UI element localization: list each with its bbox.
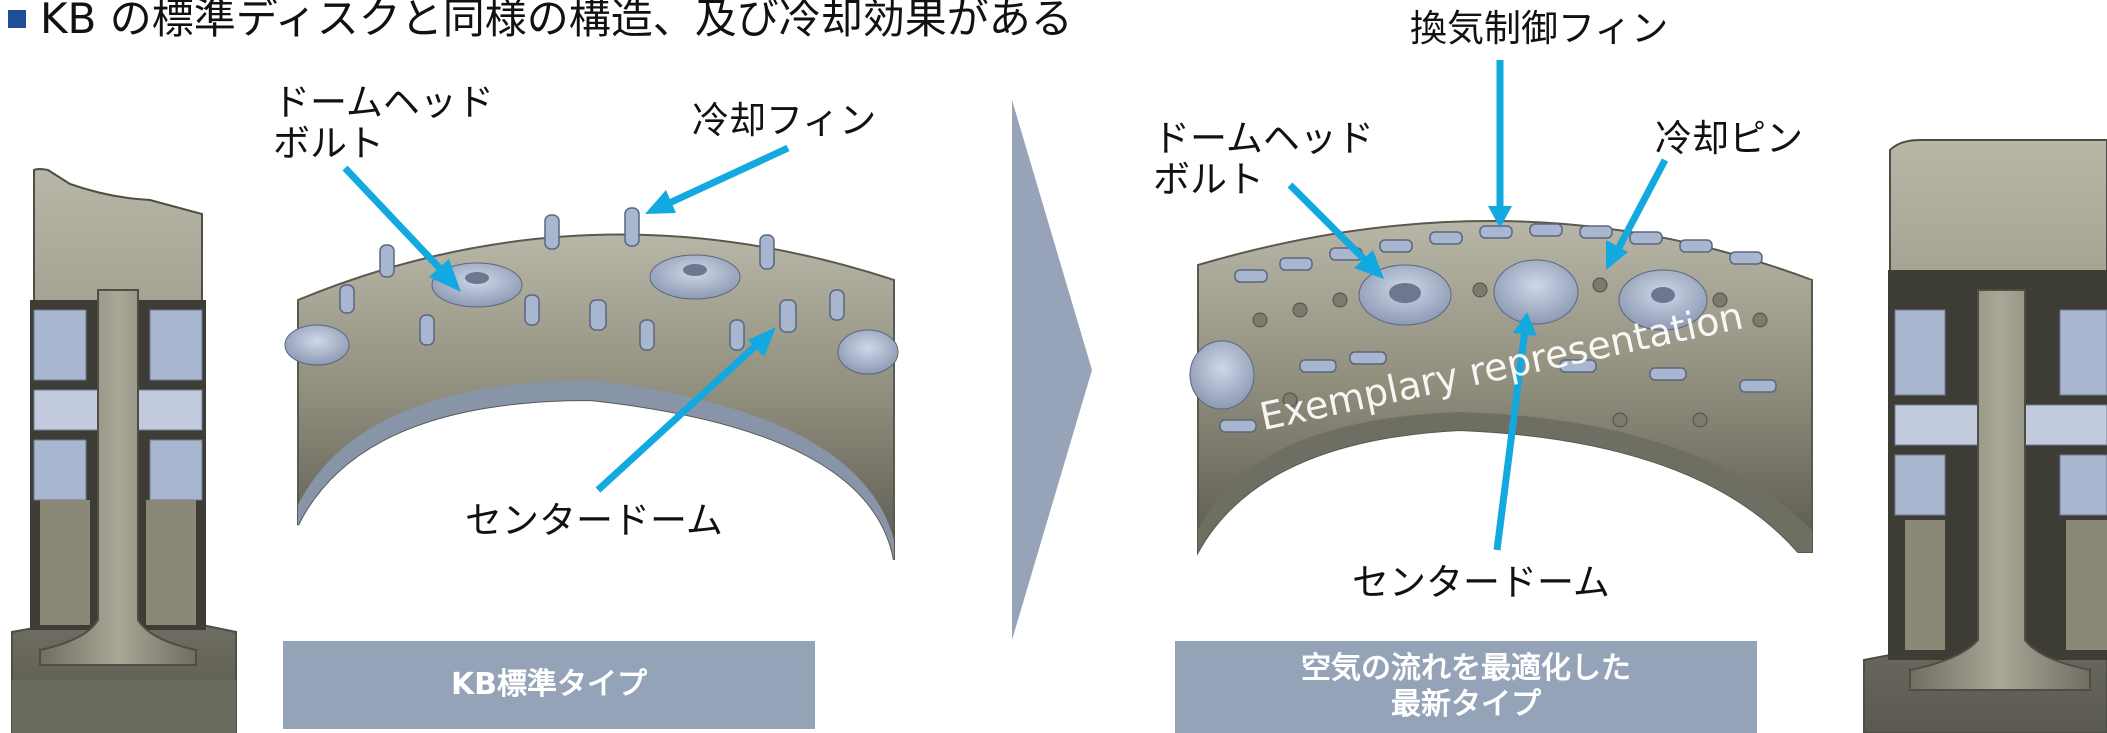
- left-cross-section: [11, 168, 237, 733]
- left-label-dome-head-bolt: ドームヘッド ボルト: [273, 81, 494, 166]
- left-type-tag: KB標準タイプ: [283, 641, 815, 729]
- right-label-cooling-pin: 冷却ピン: [1655, 117, 1803, 160]
- transition-chevron: [1012, 100, 1092, 640]
- callout-lines: [342, 60, 1669, 551]
- headline-bullet: [8, 10, 26, 28]
- right-cross-section: [1863, 139, 2107, 733]
- right-label-ventilation-fin: 換気制御フィン: [1410, 7, 1669, 50]
- right-type-tag: 空気の流れを最適化した 最新タイプ: [1175, 641, 1757, 733]
- right-label-dome-head-bolt: ドームヘッド ボルト: [1153, 117, 1374, 202]
- left-label-cooling-fin: 冷却フィン: [692, 99, 877, 142]
- right-disc: [1189, 219, 1813, 556]
- left-label-center-dome: センタードーム: [465, 499, 723, 542]
- left-disc: [284, 207, 899, 561]
- slide-headline: KB の標準ディスクと同様の構造、及び冷却効果がある: [40, 0, 1073, 43]
- right-label-center-dome: センタードーム: [1352, 561, 1610, 604]
